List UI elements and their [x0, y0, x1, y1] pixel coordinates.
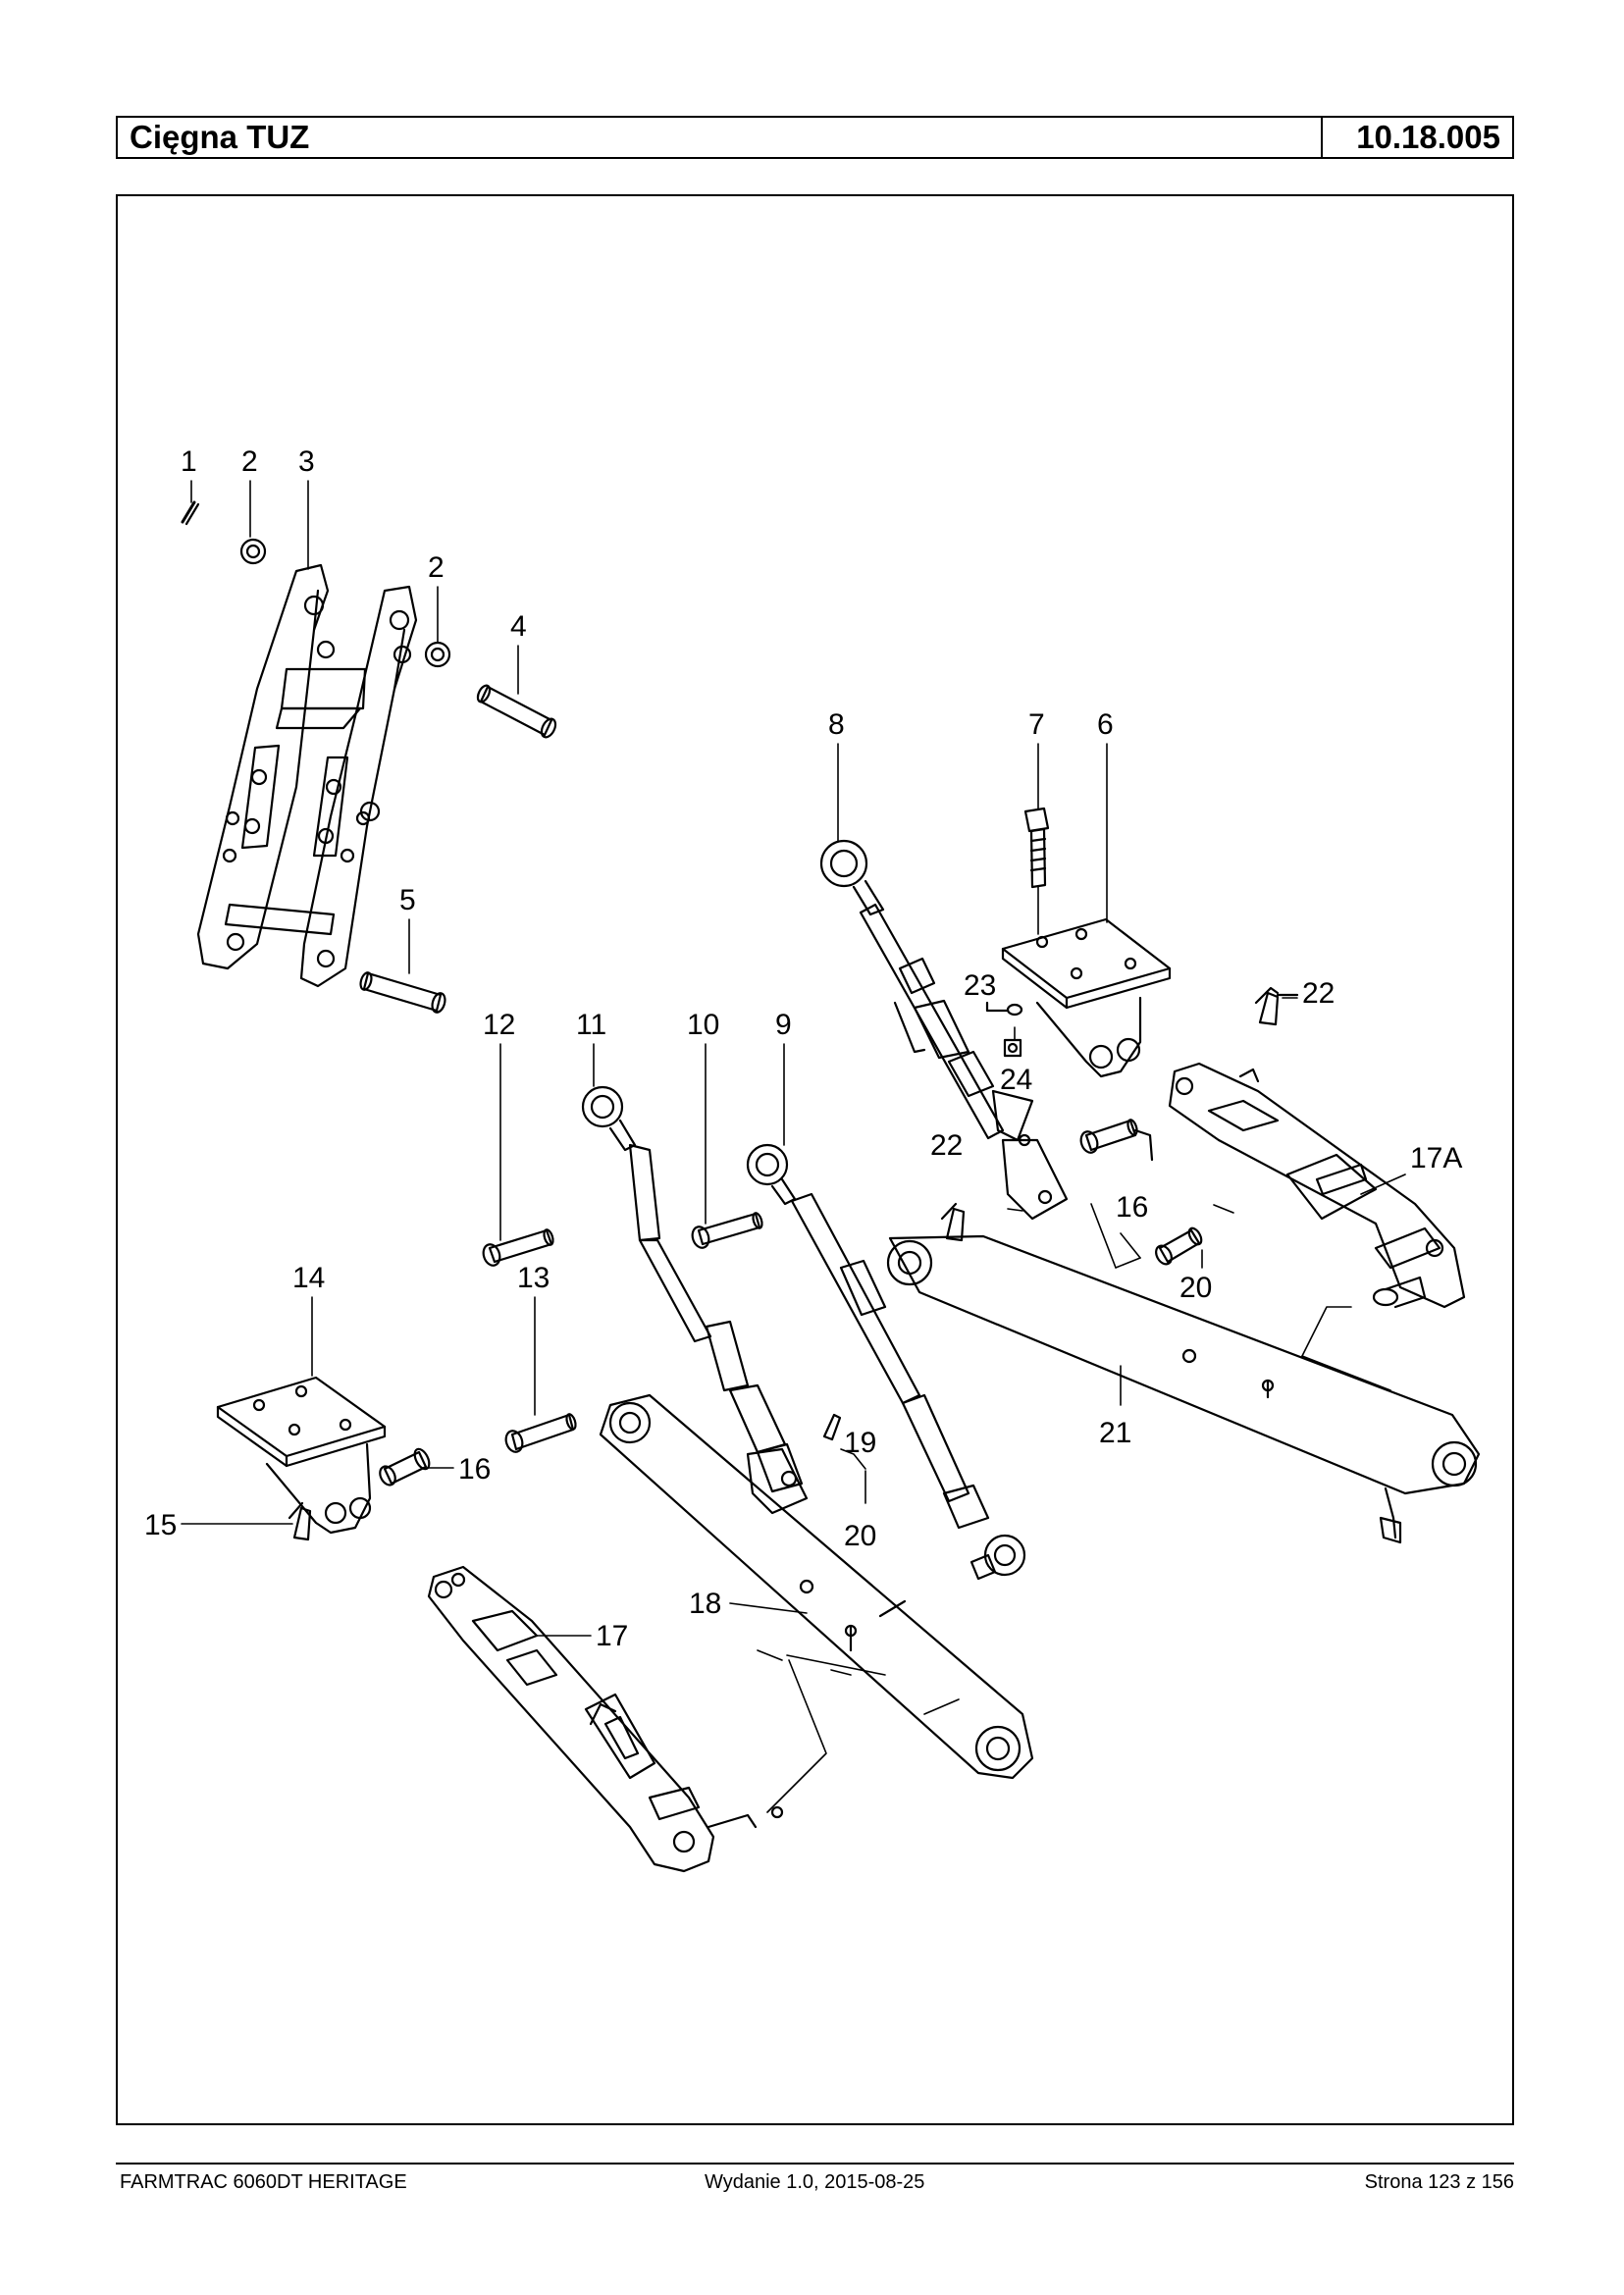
page-title: Cięgna TUZ [130, 119, 310, 155]
parts-diagram-frame: 1 2 3 2 4 5 8 7 6 23 22 24 12 11 10 9 22… [116, 194, 1514, 2125]
part-8-top-link-drawing [819, 839, 1069, 1221]
callout-3: 3 [298, 445, 315, 478]
section-code: 10.18.005 [1321, 118, 1512, 157]
callout-2b: 2 [428, 551, 445, 584]
parts-diagram: 1 2 3 2 4 5 8 7 6 23 22 24 12 11 10 9 22… [144, 445, 1481, 1873]
part-11-lift-rod-drawing [581, 1085, 809, 1515]
callout-13: 13 [517, 1262, 550, 1294]
callout-9: 9 [775, 1009, 792, 1041]
callout-21: 21 [1099, 1417, 1131, 1449]
callout-22b: 22 [930, 1129, 963, 1162]
footer-rule [116, 2163, 1514, 2165]
callout-24: 24 [1000, 1064, 1032, 1096]
part-22-clip-drawing [940, 986, 1299, 1242]
callout-20b: 20 [844, 1520, 876, 1552]
part-16-pin-drawing [1079, 1119, 1154, 1162]
callout-labels: 1 2 3 2 4 5 8 7 6 23 22 24 12 11 10 9 22… [144, 445, 1462, 1652]
callout-10: 10 [687, 1009, 719, 1041]
part-6-bracket-drawing [1001, 917, 1172, 1078]
part-16b-pin-drawing [379, 1447, 431, 1487]
footer-model: FARMTRAC 6060DT HERITAGE [120, 2171, 407, 2193]
footer-page-number: Strona 123 z 156 [1364, 2171, 1514, 2193]
part-3-bracket-drawing [196, 563, 418, 988]
callout-7: 7 [1028, 708, 1045, 741]
part-1-pin-drawing [181, 500, 200, 526]
part-10-pin-drawing [691, 1212, 763, 1249]
callout-16b: 16 [458, 1453, 491, 1486]
callout-23: 23 [964, 969, 996, 1002]
part-23-washer-drawing [985, 1001, 1023, 1017]
callout-6: 6 [1097, 708, 1114, 741]
callout-15: 15 [144, 1509, 177, 1541]
callout-20: 20 [1179, 1272, 1212, 1304]
part-18-lower-link-drawing [599, 1393, 1034, 1780]
part-24-nut-drawing [1003, 1038, 1022, 1058]
part-21-lower-link-drawing [886, 1234, 1481, 1544]
leader-lines [181, 480, 1406, 1813]
part-15-clip-drawing [288, 1501, 312, 1541]
part-17A-stabilizer-drawing [1168, 1062, 1466, 1309]
part-12-pin-drawing [482, 1228, 554, 1267]
part-9-lift-rod-drawing [746, 1143, 1026, 1581]
part-7-bolt-drawing [1023, 807, 1050, 889]
callout-8: 8 [828, 708, 845, 741]
callout-16: 16 [1116, 1191, 1148, 1224]
part-2-washer-drawing [239, 538, 451, 668]
callout-17: 17 [596, 1620, 628, 1652]
callout-12: 12 [483, 1009, 515, 1041]
part-4-pin-drawing [476, 684, 557, 739]
part-19-pin-drawing [822, 1413, 842, 1441]
callout-4: 4 [510, 610, 527, 643]
callout-17A: 17A [1410, 1142, 1462, 1174]
callout-19: 19 [844, 1427, 876, 1459]
callout-5: 5 [399, 884, 416, 916]
footer-edition: Wydanie 1.0, 2015-08-25 [705, 2171, 925, 2193]
part-5-pin-drawing [359, 971, 446, 1014]
callout-22: 22 [1302, 977, 1335, 1010]
part-20-pin-drawing [1155, 1226, 1203, 1266]
callout-1: 1 [181, 445, 197, 478]
callout-14: 14 [292, 1262, 325, 1294]
callout-18: 18 [689, 1588, 721, 1620]
page-header: Cięgna TUZ 10.18.005 [116, 116, 1514, 159]
part-14-bracket-drawing [216, 1376, 387, 1535]
callout-11: 11 [576, 1009, 606, 1041]
callout-2: 2 [241, 445, 258, 478]
part-13-pin-drawing [504, 1413, 577, 1453]
part-17-stabilizer-drawing [427, 1565, 784, 1873]
